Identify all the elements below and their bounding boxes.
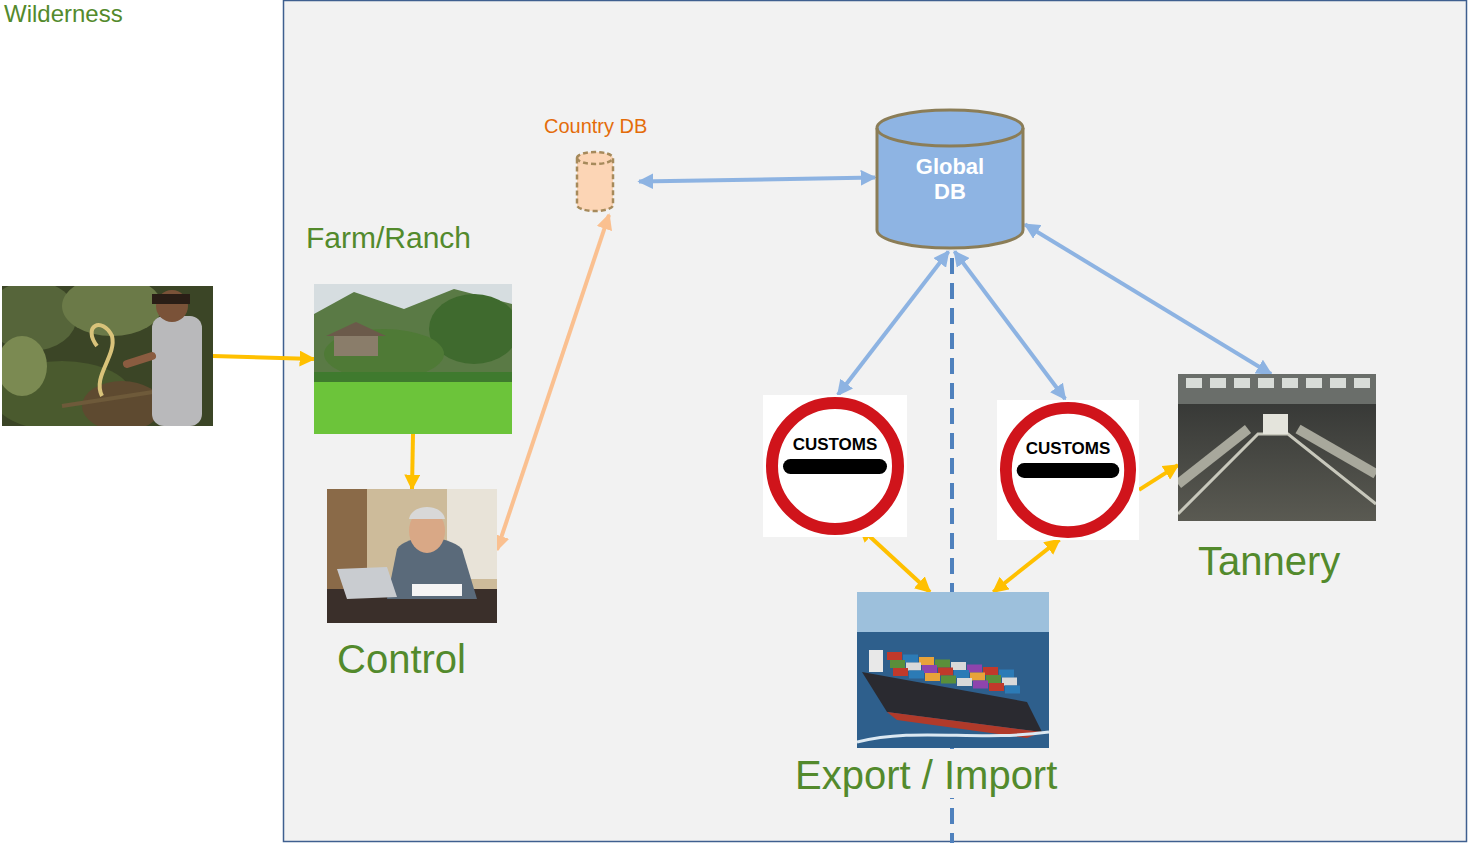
diagram-node: CUSTOMS [763,395,907,537]
node-label: Control [337,636,497,682]
flow-arrow [639,178,875,182]
ship-photo [857,592,1049,748]
flow-arrow [213,356,314,359]
farm-photo [314,284,512,434]
node-label: Global DB [905,154,995,205]
node-label: Country DB [544,115,674,138]
flow-arrow [993,540,1059,592]
region-box [284,1,1467,842]
customs-sign [763,395,907,537]
diagram-node: Export / Import [790,588,1110,838]
node-label: Wilderness [4,0,264,28]
diagram-node: Global DB [873,106,1027,252]
customs-sign [997,399,1139,541]
country-database [575,150,615,213]
diagram-node: CUSTOMS [997,399,1139,541]
tannery-photo [1178,374,1376,521]
diagram-node: Tannery [1175,370,1380,595]
flow-arrow [838,251,949,395]
flow-arrow [1139,465,1178,490]
wilderness-photo [2,286,213,426]
node-label: Tannery [1198,538,1378,584]
diagram-node: Control [320,485,500,695]
flow-arrow [955,251,1066,399]
diagram-node: Wilderness [0,0,280,430]
flow-arrow [412,434,413,489]
diagram-node: Country DB [540,112,680,217]
diagram-node: Farm/Ranch [300,215,520,437]
node-label: Farm/Ranch [306,221,516,256]
flow-arrow [497,215,609,550]
node-label: CUSTOMS [763,435,907,455]
control-photo [327,489,497,623]
flow-arrow [1025,224,1271,374]
node-label: Export / Import [793,752,1059,798]
node-label: CUSTOMS [997,439,1139,459]
